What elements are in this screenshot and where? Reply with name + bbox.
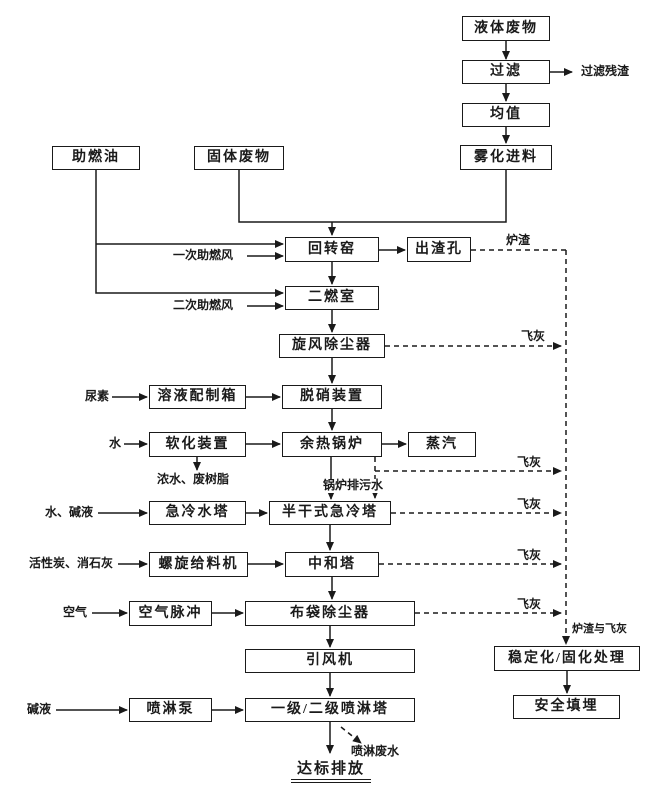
node-id-fan: 引风机 xyxy=(245,649,415,673)
label-fly-ash-boiler: 飞灰 xyxy=(516,455,543,470)
node-spray-pump: 喷淋泵 xyxy=(129,698,212,722)
node-steam: 蒸汽 xyxy=(408,432,476,457)
label-fly-ash-bag: 飞灰 xyxy=(516,597,543,612)
node-homogenize: 均值 xyxy=(462,103,550,127)
label-carbon-lime: 活性炭、消石灰 xyxy=(28,556,115,571)
label-filter-residue: 过滤残渣 xyxy=(580,64,631,79)
label-alkali: 碱液 xyxy=(26,702,53,717)
node-slag-hole: 出渣孔 xyxy=(407,237,471,262)
label-boiler-blowdown: 锅炉排污水 xyxy=(322,478,385,493)
label-spray-wastewater: 喷淋废水 xyxy=(350,744,401,759)
flow-spray-wastewater xyxy=(340,726,362,744)
label-water-alkali: 水、碱液 xyxy=(44,505,95,520)
node-fuel-oil: 助燃油 xyxy=(52,146,140,170)
node-softening: 软化装置 xyxy=(149,432,246,457)
node-denitration: 脱硝装置 xyxy=(282,385,382,409)
node-second-chamber: 二燃室 xyxy=(285,286,379,310)
label-fly-ash-quench: 飞灰 xyxy=(516,497,543,512)
node-rotary-kiln: 回转窑 xyxy=(285,237,379,262)
label-water: 水 xyxy=(108,436,123,451)
node-liquid-waste: 液体废物 xyxy=(462,16,550,41)
label-urea: 尿素 xyxy=(84,389,111,404)
label-air: 空气 xyxy=(62,605,89,620)
node-spray-tower: 一级/二级喷淋塔 xyxy=(245,698,415,722)
flow-fueloil-to-chamber xyxy=(95,170,284,297)
node-air-pulse: 空气脉冲 xyxy=(129,601,212,626)
label-primary-air: 一次助燃风 xyxy=(172,248,235,263)
label-fly-ash-cyclone: 飞灰 xyxy=(520,329,547,344)
label-secondary-air: 二次助燃风 xyxy=(172,298,235,313)
node-screw-feeder: 螺旋给料机 xyxy=(149,552,248,577)
label-conc-water-resin: 浓水、废树脂 xyxy=(156,472,231,487)
node-filter: 过滤 xyxy=(462,60,550,84)
node-solid-waste: 固体废物 xyxy=(194,146,284,170)
label-slag-and-flyash: 炉渣与飞灰 xyxy=(571,623,628,636)
node-neutralization: 中和塔 xyxy=(285,552,379,577)
node-waste-heat-boiler: 余热锅炉 xyxy=(282,432,382,457)
node-cyclone: 旋风除尘器 xyxy=(279,334,385,358)
node-atomized-feed: 雾化进料 xyxy=(460,145,552,170)
node-solution-tank: 溶液配制箱 xyxy=(149,385,246,409)
flow-solidwaste-down xyxy=(238,170,332,223)
node-bag-filter: 布袋除尘器 xyxy=(245,601,415,626)
label-discharge: 达标排放 xyxy=(291,757,371,783)
node-quench-water-tower: 急冷水塔 xyxy=(149,501,246,525)
node-stabilization: 稳定化/固化处理 xyxy=(494,646,640,671)
label-slag: 炉渣 xyxy=(505,233,532,248)
label-fly-ash-neutral: 飞灰 xyxy=(516,548,543,563)
flow-atomize-down xyxy=(332,170,507,223)
node-safe-landfill: 安全填埋 xyxy=(513,695,620,719)
node-semi-dry-quench: 半干式急冷塔 xyxy=(269,501,391,525)
